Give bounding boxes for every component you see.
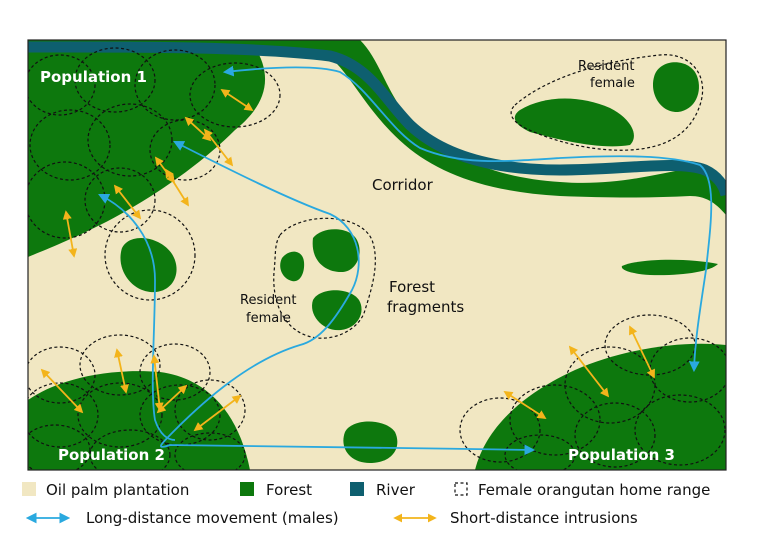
forest-fragment-bottom-center — [343, 421, 398, 464]
label-forest-fragments-line2: fragments — [387, 298, 464, 316]
legend-swatch-plantation — [22, 482, 36, 496]
legend: Oil palm plantation Forest River Female … — [22, 481, 710, 527]
legend-swatch-home-range — [454, 482, 468, 496]
label-population-3: Population 3 — [568, 446, 675, 464]
forest-fragment-left-patch — [120, 237, 177, 293]
label-population-2: Population 2 — [58, 446, 165, 464]
legend-swatch-river — [350, 482, 364, 496]
long-distance-movements — [98, 65, 713, 456]
forest-population-1 — [28, 40, 266, 257]
legend-river: River — [376, 481, 416, 499]
label-population-1: Population 1 — [40, 68, 147, 86]
legend-home-range: Female orangutan home range — [478, 481, 710, 499]
legend-oil-palm: Oil palm plantation — [46, 481, 189, 499]
label-resident-female-top-line2: female — [590, 76, 635, 91]
label-resident-female-top-line1: Resident — [578, 59, 634, 74]
forest-population-3 — [475, 343, 726, 470]
long-distance-route-2 — [160, 141, 536, 456]
legend-long-distance: Long-distance movement (males) — [86, 509, 339, 527]
label-resident-female-mid-line1: Resident — [240, 293, 296, 308]
map-border — [27, 39, 727, 471]
short-distance-intrusions — [40, 89, 655, 432]
long-distance-route-1 — [222, 65, 713, 373]
legend-short-distance: Short-distance intrusions — [450, 509, 638, 527]
label-resident-female-mid-line2: female — [246, 311, 291, 326]
long-distance-route-3 — [98, 194, 176, 441]
label-forest-fragments-line1: Forest — [389, 278, 435, 296]
label-corridor: Corridor — [372, 176, 434, 194]
legend-swatch-forest — [240, 482, 254, 496]
legend-forest: Forest — [266, 481, 312, 499]
